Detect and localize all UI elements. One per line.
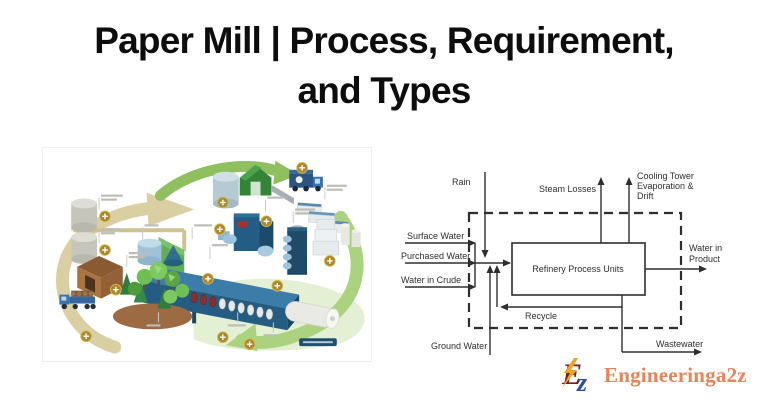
lightning-bolt-icon bbox=[562, 358, 578, 388]
water-in-crude-label: Water in Crude bbox=[401, 275, 461, 285]
brand-logo-text: Engineeringa2z bbox=[604, 362, 747, 387]
cooling-tower-label-3: Drift bbox=[637, 191, 654, 201]
arrowheads bbox=[468, 177, 707, 356]
roll-label-plate bbox=[299, 338, 337, 347]
paper-mill-illustration-svg bbox=[56, 160, 365, 354]
recycling-building bbox=[239, 164, 272, 196]
refiner-cone bbox=[163, 245, 184, 267]
page-title-line1: Paper Mill | Process, Requirement, bbox=[94, 20, 674, 61]
recycle-label: Recycle bbox=[525, 311, 557, 321]
long-paper-machine bbox=[142, 266, 300, 331]
calender-stack bbox=[282, 225, 308, 275]
debarking-shed bbox=[77, 255, 123, 299]
cooling-tower-label-1: Cooling Tower bbox=[637, 171, 694, 181]
ground-water-label: Ground Water bbox=[431, 341, 487, 351]
brand-logo: E z Engineeringa2z bbox=[559, 357, 747, 393]
paper-mill-illustration bbox=[42, 147, 372, 362]
system-boundary-dashed-box bbox=[467, 211, 683, 330]
finished-paper-roll bbox=[285, 301, 340, 329]
paper-bales bbox=[312, 218, 361, 256]
surface-water-label: Surface Water bbox=[407, 231, 464, 241]
wastewater-label: Wastewater bbox=[656, 339, 703, 349]
caption-text-bars bbox=[100, 184, 347, 337]
logging-truck bbox=[59, 290, 96, 310]
logo-letter-z: z bbox=[576, 368, 588, 393]
rain-label: Rain bbox=[452, 177, 471, 187]
process-box-label: Refinery Process Units bbox=[532, 264, 624, 274]
caption-callouts bbox=[98, 187, 326, 333]
water-in-product-label-2: Product bbox=[689, 254, 721, 264]
water-in-product-label-1: Water in bbox=[689, 243, 722, 253]
process-box bbox=[511, 242, 646, 296]
page-title-line2: and Types bbox=[297, 70, 471, 111]
engineeringa2z-logo-icon: E z bbox=[561, 358, 588, 393]
steam-losses-label: Steam Losses bbox=[539, 184, 597, 194]
forest-trees bbox=[112, 261, 193, 330]
recycling-truck bbox=[289, 169, 323, 192]
water-flow-diagram: Refinery Process Units Rain Steam Losses… bbox=[390, 150, 768, 365]
purchased-water-label: Purchased Water bbox=[401, 251, 470, 261]
cooling-tower-label-2: Evaporation & bbox=[637, 181, 694, 191]
pulper-machine bbox=[217, 213, 274, 257]
page-title: Paper Mill | Process, Requirement, and T… bbox=[0, 16, 768, 116]
water-flow-diagram-svg: Refinery Process Units Rain Steam Losses… bbox=[401, 171, 722, 356]
